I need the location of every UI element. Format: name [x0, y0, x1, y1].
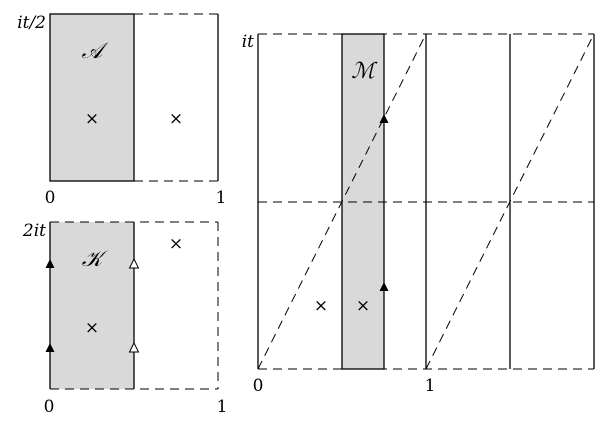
panel-k-open-arrow-upper	[128, 257, 140, 269]
panel-m-filled-arrow-upper	[379, 114, 389, 123]
panel-k-filled-arrow-upper	[45, 259, 55, 268]
panel-k-left-label: 0	[44, 397, 55, 417]
panel-m-region-label: ℳ	[351, 59, 378, 84]
panel-k-open-arrow-lower	[128, 341, 140, 353]
panel-k: 𝒦 × × 2it 0 1	[22, 221, 228, 417]
panel-m-diagonal-left	[257, 33, 427, 370]
panel-m-cross-outside: ×	[314, 296, 328, 316]
panel-k-shaded-region	[50, 222, 134, 389]
panel-m: ℳ × × it 0 1	[242, 32, 595, 396]
panel-a-left-label: 0	[45, 188, 56, 208]
panel-k-cross-inside: ×	[85, 318, 99, 338]
panel-m-diagonal-right	[425, 33, 595, 370]
panel-a-shaded-region	[49, 13, 135, 182]
panel-a-top-label: it/2	[17, 13, 46, 33]
panel-m-left-label: 0	[253, 376, 264, 396]
panel-k-cross-outside: ×	[169, 234, 183, 254]
panel-m-cross-inside: ×	[356, 296, 370, 316]
panel-k-right-label: 1	[217, 397, 228, 417]
panel-a-cross-left: ×	[85, 109, 99, 129]
panel-a-right-label: 1	[216, 188, 227, 208]
panel-m-right-label: 1	[425, 376, 436, 396]
panel-m-top-label: it	[242, 32, 254, 52]
panel-k-top-label: 2it	[22, 221, 46, 241]
panel-m-filled-arrow-lower	[379, 282, 389, 291]
panel-a: 𝒜 × × it/2 0 1	[17, 13, 226, 208]
panel-k-filled-arrow-lower	[45, 343, 55, 352]
panel-a-cross-right: ×	[169, 109, 183, 129]
